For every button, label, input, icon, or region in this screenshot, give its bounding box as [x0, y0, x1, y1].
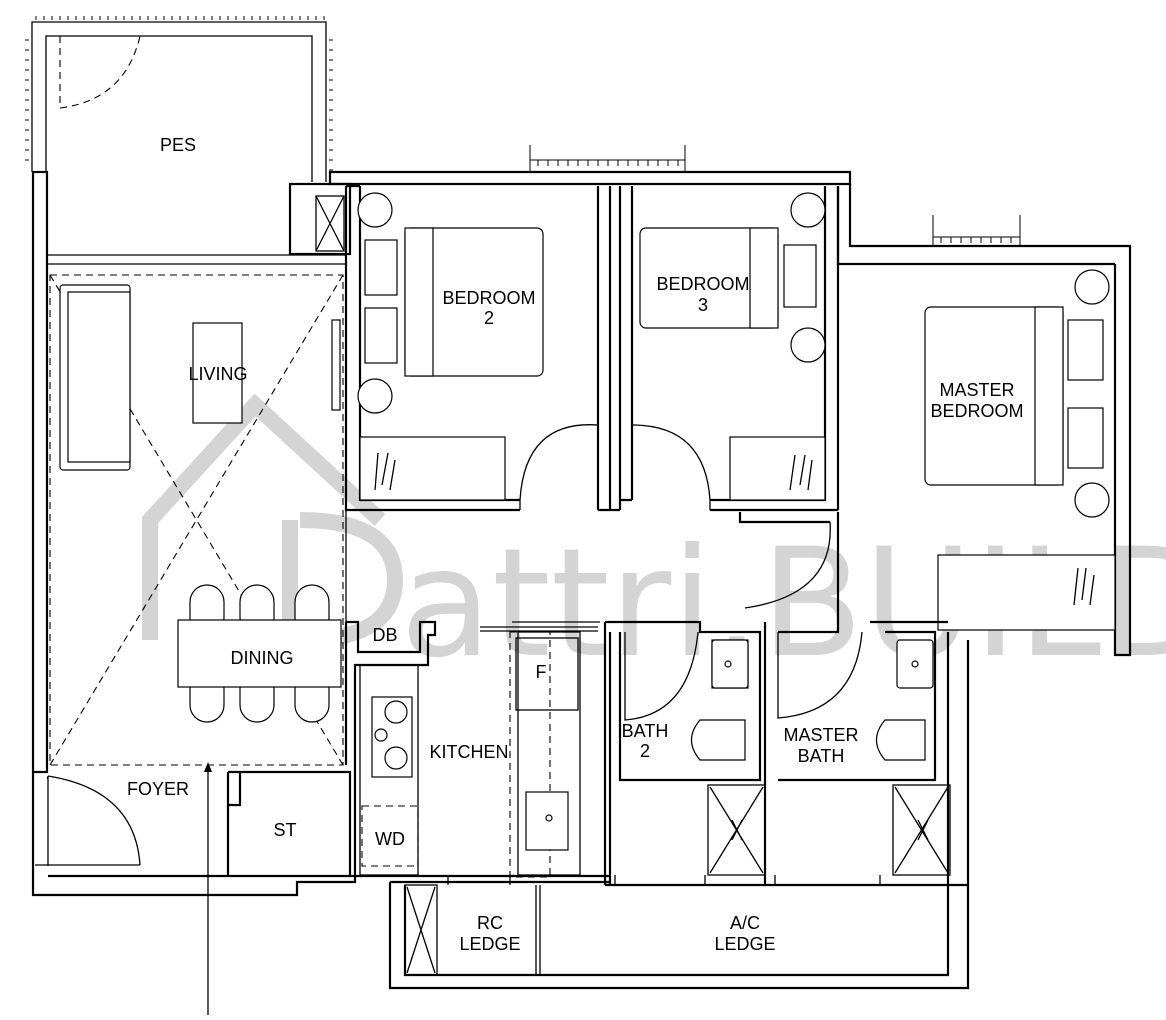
label-master-bath-line1: MASTER: [783, 725, 858, 745]
label-fridge: F: [536, 662, 547, 682]
label-bedroom2-line1: BEDROOM: [442, 288, 535, 308]
label-ac-ledge-line2: LEDGE: [714, 934, 775, 954]
label-dining: DINING: [231, 648, 294, 668]
label-db: DB: [372, 625, 397, 645]
living-dining: [47, 254, 347, 766]
label-ac-ledge-line1: A/C: [730, 913, 760, 933]
bedroom-3: [618, 186, 840, 512]
master-bedroom: [738, 264, 1117, 640]
label-living: LIVING: [188, 364, 247, 384]
shaft-top: [315, 195, 345, 252]
label-st: ST: [273, 820, 296, 840]
label-bath2-line1: BATH: [622, 721, 669, 741]
label-master-bedroom-line2: BEDROOM: [930, 401, 1023, 421]
kitchen: [355, 621, 612, 885]
label-wd: WD: [375, 829, 405, 849]
master-bath: [763, 620, 951, 885]
foyer-st: [35, 762, 352, 1015]
window-bedroom2-3: [529, 145, 1021, 246]
bedroom-2: [344, 184, 620, 512]
label-rc-ledge-line2: LEDGE: [459, 934, 520, 954]
label-kitchen: KITCHEN: [429, 742, 508, 762]
label-master-bedroom-line1: MASTER: [939, 380, 1014, 400]
label-foyer: FOYER: [127, 779, 189, 799]
label-rc-ledge-line1: RC: [477, 913, 503, 933]
label-bedroom3-line1: BEDROOM: [656, 274, 749, 294]
bath-2: [603, 620, 766, 885]
label-bedroom3-line2: 3: [698, 295, 708, 315]
label-pes: PES: [160, 135, 196, 155]
ledges: [390, 875, 968, 976]
label-bath2-line2: 2: [640, 741, 650, 761]
pes-area: [25, 16, 333, 182]
label-master-bath-line2: BATH: [798, 746, 845, 766]
label-bedroom2-line2: 2: [484, 308, 494, 328]
